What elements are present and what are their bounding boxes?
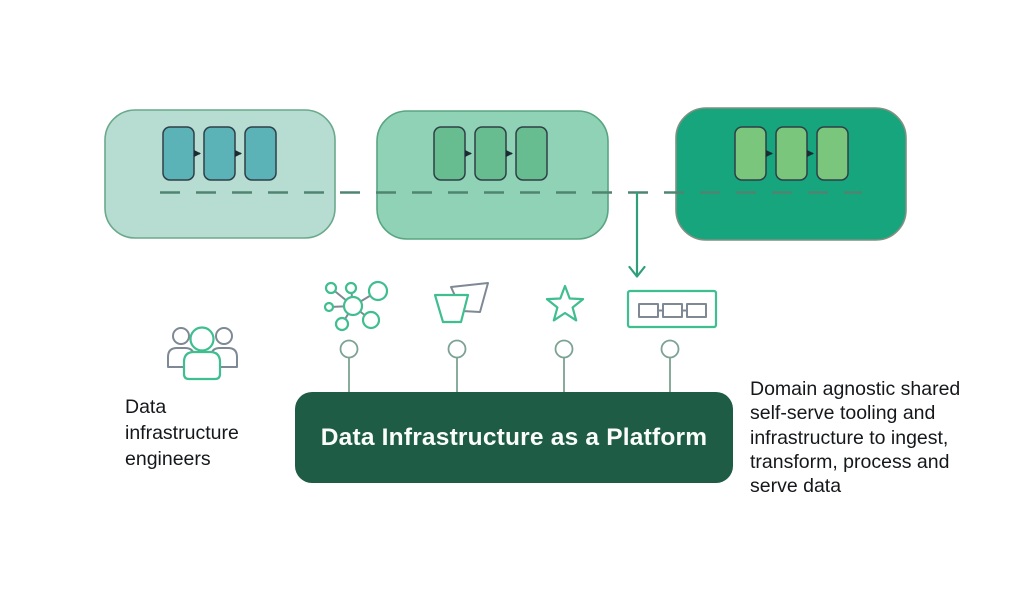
pipeline-icon — [626, 289, 718, 329]
connector-lollipop — [554, 339, 574, 359]
platform-connectors — [339, 339, 680, 393]
pipeline-node — [515, 126, 548, 181]
pipeline-node — [734, 126, 767, 181]
left-caption-line: Data — [125, 396, 167, 418]
left-caption: Data infrastructure engineers — [125, 394, 239, 472]
pipeline-node — [775, 126, 808, 181]
domain-pipeline-3 — [675, 107, 907, 241]
star-icon — [545, 284, 585, 322]
left-caption-line: infrastructure — [125, 422, 239, 444]
right-caption-line: serve data — [750, 475, 842, 498]
domain-pipeline-2 — [376, 110, 609, 240]
domain-pipeline-1 — [104, 109, 336, 239]
down-arrow-icon — [628, 191, 646, 278]
right-caption-line: infrastructure to ingest, — [750, 426, 949, 449]
connector-lollipop — [660, 339, 680, 359]
right-caption-line: Domain agnostic shared — [750, 378, 961, 400]
pipeline-node — [474, 126, 507, 181]
pipeline-node — [162, 126, 195, 181]
right-caption-line: self-serve tooling and — [750, 402, 936, 425]
transform-icon — [433, 282, 489, 324]
left-caption-line: engineers — [125, 448, 211, 470]
pipeline-node — [816, 126, 849, 181]
team-icon — [167, 326, 238, 381]
network-icon — [323, 280, 389, 332]
connector-lollipop — [447, 339, 467, 359]
pipeline-node — [244, 126, 277, 181]
platform-label: Data Infrastructure as a Platform — [320, 423, 708, 451]
right-caption: Domain agnostic shared self-serve toolin… — [750, 377, 1010, 498]
connector-lollipop — [339, 339, 359, 359]
pipeline-node — [203, 126, 236, 181]
pipeline-node — [433, 126, 466, 181]
right-caption-line: transform, process and — [750, 450, 950, 473]
platform-box: Data Infrastructure as a Platform — [295, 392, 733, 483]
